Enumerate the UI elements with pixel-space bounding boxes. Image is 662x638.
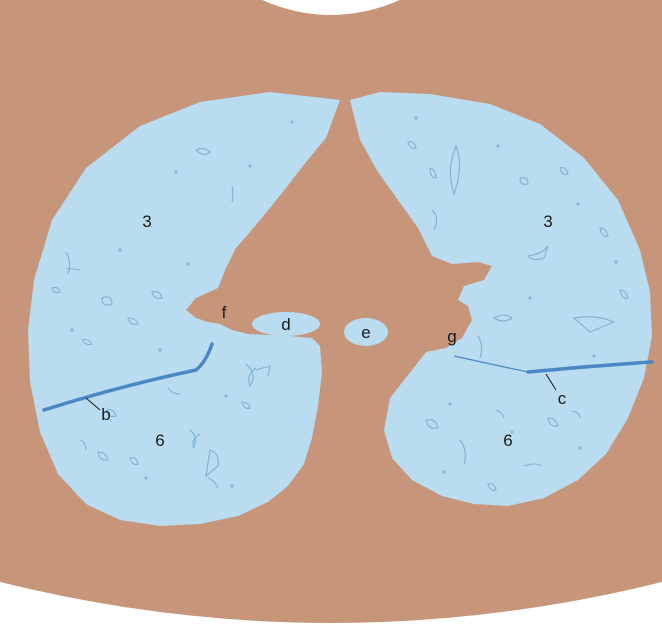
label-right-lower: 6 xyxy=(155,431,164,450)
vessel-dot xyxy=(414,116,417,119)
label-d: d xyxy=(281,315,290,334)
label-fissure-c: c xyxy=(558,389,567,408)
label-right-upper: 3 xyxy=(142,212,151,231)
label-g: g xyxy=(447,327,456,346)
vessel-dot xyxy=(614,260,617,263)
vessel-dot xyxy=(290,120,293,123)
vessel-dot xyxy=(230,484,233,487)
label-e: e xyxy=(361,323,370,342)
vessel-dot xyxy=(592,354,595,357)
vessel-dot xyxy=(144,476,147,479)
vessel-dot xyxy=(442,470,445,473)
vessel-dot xyxy=(496,144,499,147)
vessel-dot xyxy=(186,262,189,265)
vessel-dot xyxy=(174,170,177,173)
label-left-upper: 3 xyxy=(543,212,552,231)
label-fissure-b: b xyxy=(101,405,110,424)
vessel-dot xyxy=(576,202,579,205)
vessel-dot xyxy=(158,348,161,351)
vessel-dot xyxy=(448,402,451,405)
vessel-dot xyxy=(578,446,581,449)
vessel-dot xyxy=(70,328,73,331)
label-left-lower: 6 xyxy=(503,431,512,450)
vessel-dot xyxy=(118,248,121,251)
vessel-dot xyxy=(224,394,227,397)
vessel-dot xyxy=(528,296,531,299)
vessel-dot xyxy=(248,164,251,167)
label-f: f xyxy=(222,303,227,322)
